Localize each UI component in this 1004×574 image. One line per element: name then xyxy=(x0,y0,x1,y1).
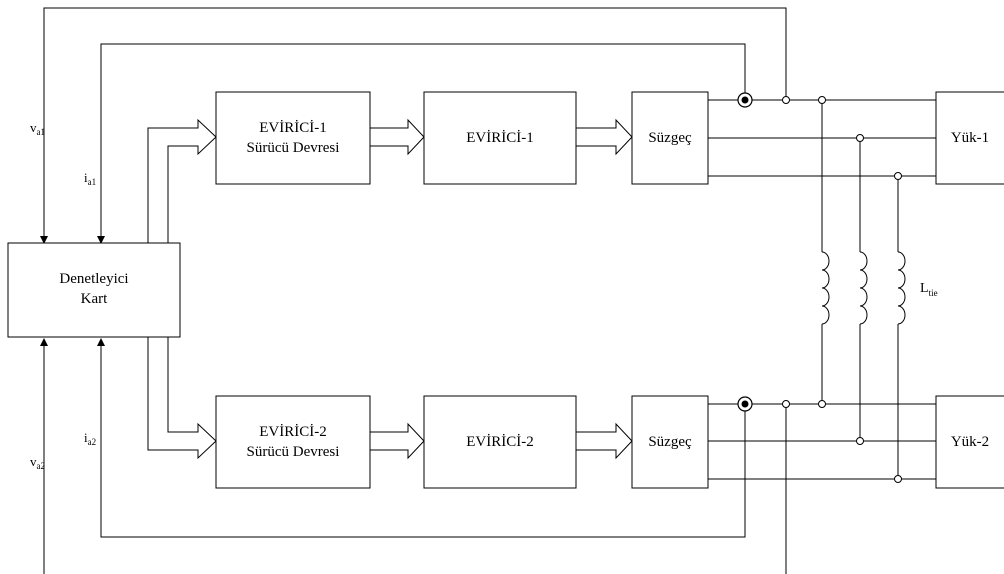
filter1-block: Süzgeç xyxy=(631,91,709,185)
svg-text:Denetleyici: Denetleyici xyxy=(59,271,128,287)
feedback-ia1-wire xyxy=(97,43,746,244)
svg-text:Sürücü Devresi: Sürücü Devresi xyxy=(247,140,340,156)
bus-arrow-driver2-inverter2 xyxy=(369,422,425,460)
svg-text:Yük-2: Yük-2 xyxy=(951,434,989,450)
svg-text:Süzgeç: Süzgeç xyxy=(648,130,692,146)
load1-block: Yük-1 xyxy=(935,91,1004,185)
tie-wire-phase-a xyxy=(821,100,830,404)
svg-text:Kart: Kart xyxy=(81,291,108,307)
svg-text:EVİRİCİ-1: EVİRİCİ-1 xyxy=(466,130,534,146)
driver2-block: EVİRİCİ-2 Sürücü Devresi xyxy=(215,395,371,489)
svg-text:Sürücü Devresi: Sürücü Devresi xyxy=(247,444,340,460)
inverter1-block: EVİRİCİ-1 xyxy=(423,91,577,185)
driver1-block: EVİRİCİ-1 Sürücü Devresi xyxy=(215,91,371,185)
feedback-ia2-wire xyxy=(97,338,746,538)
phase-lines-bottom xyxy=(708,403,936,480)
bus-arrow-controller-driver1 xyxy=(147,118,217,244)
signal-ia2-label: ia2 xyxy=(84,430,96,447)
svg-text:Yük-1: Yük-1 xyxy=(951,130,989,146)
signal-va1-label: va1 xyxy=(30,120,45,137)
inductor-ltie-label: Ltie xyxy=(920,281,938,298)
feedback-va1-wire xyxy=(40,7,787,244)
current-sensor-bottom-icon xyxy=(737,396,753,412)
bus-arrow-inverter1-filter1 xyxy=(575,118,633,156)
svg-text:EVİRİCİ-2: EVİRİCİ-2 xyxy=(259,424,327,440)
signal-va2-label: va2 xyxy=(30,454,45,471)
current-sensor-top-icon xyxy=(737,92,753,108)
controller-card-block: Denetleyici Kart xyxy=(7,242,181,338)
svg-text:EVİRİCİ-1: EVİRİCİ-1 xyxy=(259,120,327,136)
feedback-va2-wire xyxy=(40,338,787,574)
bus-arrow-driver1-inverter1 xyxy=(369,118,425,156)
bus-arrow-inverter2-filter2 xyxy=(575,422,633,460)
load2-block: Yük-2 xyxy=(935,395,1004,489)
inverter2-block: EVİRİCİ-2 xyxy=(423,395,577,489)
filter2-block: Süzgeç xyxy=(631,395,709,489)
tie-wire-phase-b xyxy=(859,138,868,441)
signal-ia1-label: ia1 xyxy=(84,170,96,187)
tie-wire-phase-c xyxy=(897,176,906,479)
junction-nodes xyxy=(782,96,902,483)
svg-text:EVİRİCİ-2: EVİRİCİ-2 xyxy=(466,434,534,450)
bus-arrow-controller-driver2 xyxy=(147,336,217,460)
svg-text:Süzgeç: Süzgeç xyxy=(648,434,692,450)
